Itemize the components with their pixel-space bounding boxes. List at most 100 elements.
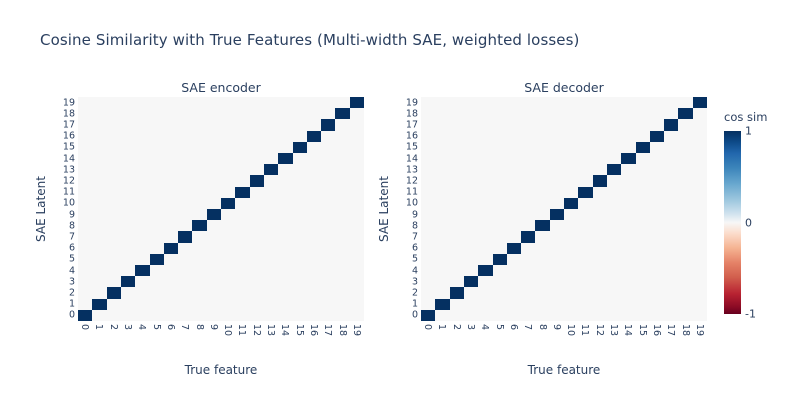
heatmap-cell [78,287,93,299]
heatmap-cell [635,186,650,198]
heatmap-cell [578,276,593,288]
heatmap-cell [321,186,336,198]
heatmap-cell [692,220,707,232]
heatmap-cell [235,253,250,265]
heatmap-cell [292,309,307,321]
heatmap-cell [463,119,479,131]
heatmap-cell [435,220,450,232]
heatmap-cell [135,152,150,165]
heatmap-cell [149,108,164,120]
heatmap-cell [149,175,164,187]
heatmap-cell [649,276,665,288]
heatmap-cell [92,130,107,142]
heatmap-cell [249,175,264,187]
heatmap-cell [678,264,693,277]
heatmap-cell [521,253,536,265]
heatmap-cell [492,164,507,176]
heatmap-cell [421,141,436,153]
heatmap-cell [292,253,307,265]
heatmap-cell [478,287,493,299]
y-tick-label: 4 [68,264,75,276]
heatmap-cell [435,231,450,243]
heatmap-cell [478,208,493,221]
heatmap-cell [92,242,107,254]
heatmap-cell [349,264,364,277]
heatmap-cell [578,231,593,243]
heatmap-cell [321,119,336,131]
heatmap-cell [278,231,293,243]
heatmap-cell [321,164,336,176]
y-tick-label: 16 [62,130,75,142]
y-tick-label: 16 [405,130,418,142]
heatmap-cell [649,298,665,310]
heatmap-cell [449,242,464,254]
heatmap-cell [349,186,364,198]
heatmap-cell [149,97,164,109]
y-tick-label: 6 [68,242,75,254]
heatmap-cell [135,130,150,142]
heatmap-cell [521,309,536,321]
y-tick-label: 1 [68,298,75,310]
heatmap-cell [506,231,522,243]
y-tick-label: 12 [62,175,75,187]
heatmap-cell [321,253,336,265]
heatmap-cell [535,220,550,232]
heatmap-cell [492,309,507,321]
heatmap-encoder-grid[interactable] [78,97,364,321]
x-tick-label: 10 [565,324,577,337]
heatmap-cell [149,253,164,265]
heatmap-cell [649,152,665,165]
heatmap-cell [492,130,507,142]
heatmap-cell [206,298,221,310]
heatmap-cell [564,264,579,277]
heatmap-cell [78,298,93,310]
heatmap-cell [249,264,264,277]
heatmap-cell [135,231,150,243]
heatmap-cell [263,253,279,265]
heatmap-cell [278,119,293,131]
heatmap-decoder-grid[interactable] [421,97,707,321]
heatmap-cell [449,130,464,142]
heatmap-cell [292,208,307,221]
heatmap-cell [321,108,336,120]
heatmap-cell [492,141,507,153]
heatmap-cell [106,253,121,265]
heatmap-cell [192,175,207,187]
heatmap-cell [506,264,522,277]
heatmap-cell [178,119,193,131]
heatmap-cell [163,264,179,277]
heatmap-cell [535,264,550,277]
heatmap-cell [192,242,207,254]
heatmap-cell [235,152,250,165]
heatmap-cell [463,242,479,254]
heatmap-cell [163,97,179,109]
x-tick-label: 0 [422,324,434,331]
heatmap-cell [449,97,464,109]
heatmap-cell [221,264,236,277]
heatmap-cell [621,253,636,265]
heatmap-cell [106,152,121,165]
heatmap-cell [463,208,479,221]
heatmap-cell [163,220,179,232]
heatmap-cell [506,97,522,109]
heatmap-cell [564,175,579,187]
heatmap-cell [478,97,493,109]
heatmap-cell [492,220,507,232]
heatmap-cell [292,141,307,153]
heatmap-cell [278,164,293,176]
heatmap-cell [535,130,550,142]
heatmap-cell [549,231,564,243]
heatmap-cell [449,276,464,288]
y-tick-label: 5 [411,253,418,265]
heatmap-cell [221,175,236,187]
heatmap-cell [335,253,350,265]
heatmap-cell [549,175,564,187]
heatmap-cell [506,276,522,288]
x-tick-label: 13 [265,324,277,337]
heatmap-cell [621,220,636,232]
heatmap-cell [478,264,493,277]
heatmap-cell [221,130,236,142]
heatmap-cell [478,298,493,310]
